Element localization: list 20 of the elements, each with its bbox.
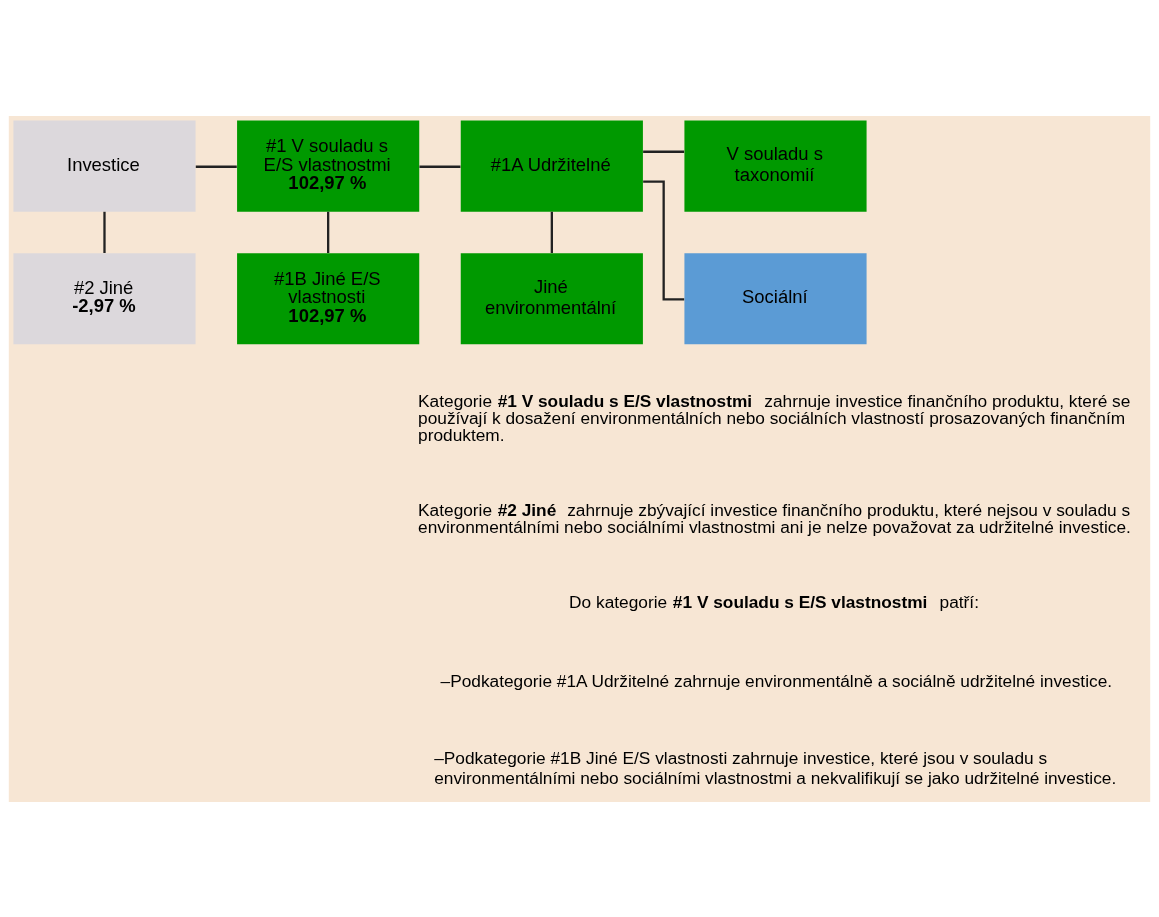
node-box: #2 Jiné -2,97 % (13, 252, 196, 344)
label: Do kategorie #1 V souladu s E/S vlastnostmi patří: (569, 591, 979, 612)
connector (195, 165, 237, 168)
connector (550, 211, 553, 253)
node-box: Investice (13, 120, 196, 212)
node-box: #1A Udržitelné (460, 120, 643, 212)
connector (327, 211, 330, 253)
label: Kategorie #2 Jiné zahrnuje zbývající investice finančního produktu, které nejsou v souladu s environmentálními nebo sociálními vlastnostmi ani je nelze považovat za udržitelné investice. (418, 499, 1131, 537)
node-box: V souladu s taxonomií (684, 120, 867, 212)
node-box: #1B Jiné E/S vlastnosti 102,97 % (237, 252, 420, 344)
connector (419, 165, 461, 168)
connector (103, 211, 106, 253)
node-box: Sociální (684, 252, 867, 344)
connector (643, 150, 685, 153)
node-box: #1 V souladu s E/S vlastnostmi 102,97 % (237, 120, 420, 212)
label: –Podkategorie #1B Jiné E/S vlastnosti zahrnuje investice, které jsou v souladu s environmentálními nebo sociálními vlastnostmi a nekvalifikují se jako udržitelné investice. (434, 747, 1117, 788)
node-box: Jiné environmentální (460, 252, 643, 344)
label: –Podkategorie #1A Udržitelné zahrnuje environmentálně a sociálně udržitelné investice. (440, 670, 1113, 691)
connector (643, 180, 685, 300)
label: Kategorie #1 V souladu s E/S vlastnostmi zahrnuje investice finančního produktu, které se používají k dosažení environmentálních nebo sociálních vlastností prosazovaných finančním produktem. (418, 390, 1131, 445)
